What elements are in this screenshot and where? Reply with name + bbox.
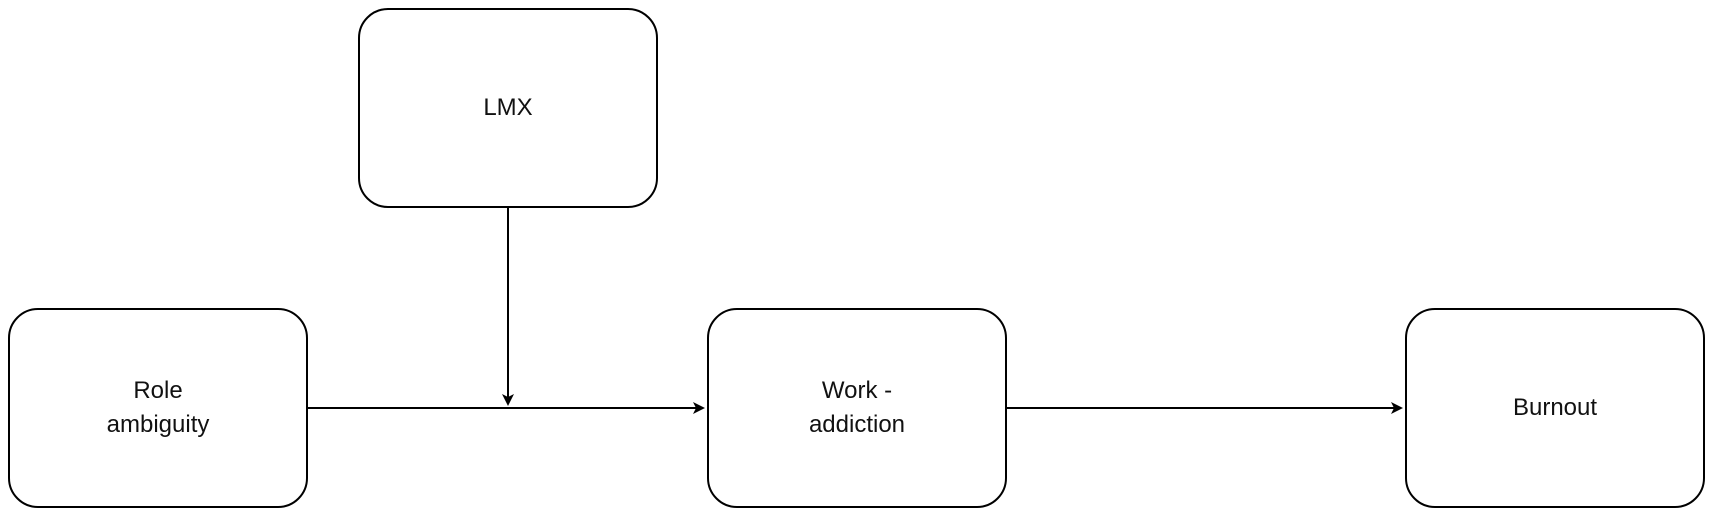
- node-lmx[interactable]: LMX: [358, 8, 658, 208]
- node-role-ambiguity-label: Role ambiguity: [106, 377, 210, 438]
- node-work-addiction[interactable]: Work - addiction: [707, 308, 1007, 508]
- node-role-ambiguity[interactable]: Role ambiguity: [8, 308, 308, 508]
- node-lmx-label: LMX: [483, 94, 533, 121]
- node-work-addiction-label: Work - addiction: [808, 377, 906, 438]
- node-burnout-label: Burnout: [1512, 394, 1598, 421]
- node-burnout[interactable]: Burnout: [1405, 308, 1705, 508]
